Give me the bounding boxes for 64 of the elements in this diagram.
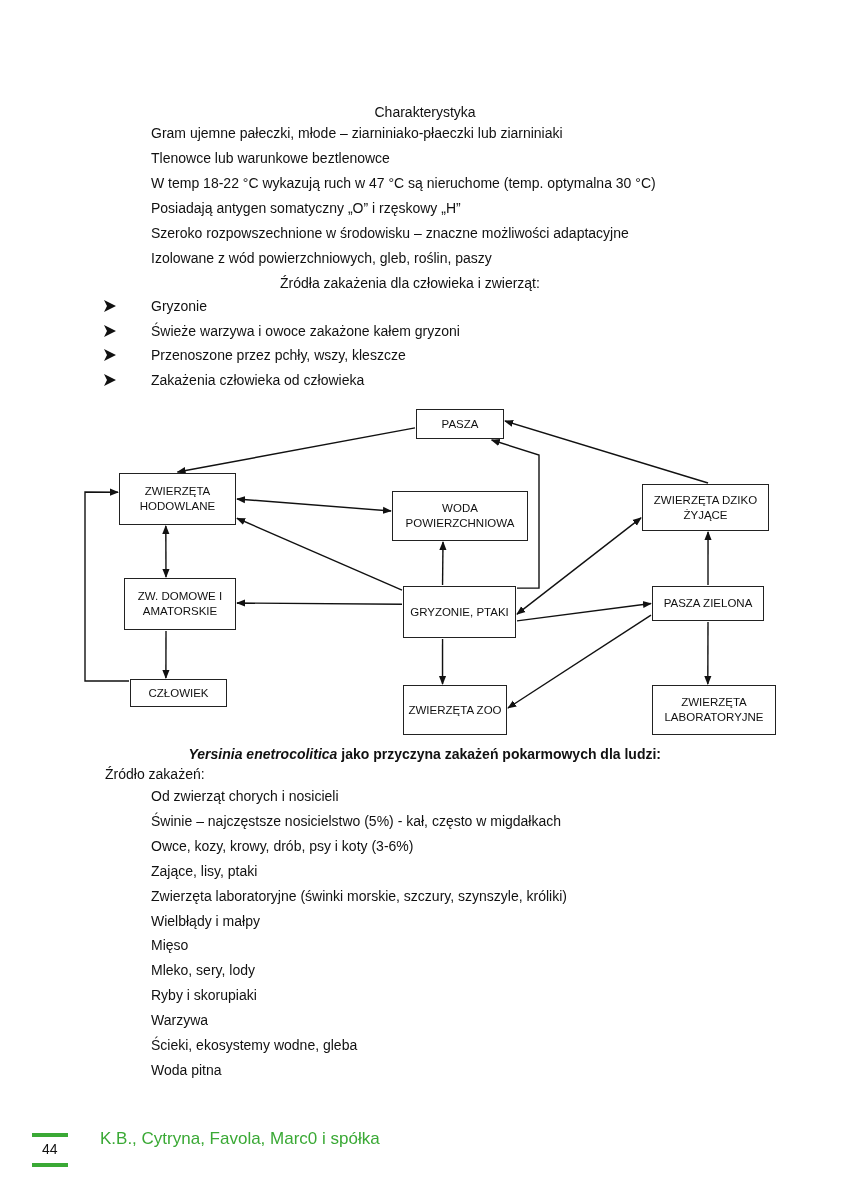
text-line: Woda pitna <box>151 1060 222 1079</box>
arrow <box>439 541 447 586</box>
arrow <box>236 599 403 607</box>
text-line: Zające, lisy, ptaki <box>151 861 258 880</box>
box-label: ZWIERZĘTA DZIKO ŻYJĄCE <box>652 492 759 523</box>
arrow <box>176 427 416 475</box>
box-label: ZWIERZĘTA LABORATORYJNE <box>663 695 765 725</box>
box-label: PASZA <box>440 416 480 432</box>
text-line: Tlenowce lub warunkowe beztlenowce <box>151 149 390 167</box>
list-item: Świeże warzywa i owoce zakażone kałem gryzoni <box>151 321 460 340</box>
box-label: ZWIERZĘTA HODOWLANE <box>138 484 217 514</box>
text-line: Mięso <box>151 936 189 955</box>
list-item: Przenoszone przez pchły, wszy, kleszcze <box>151 346 406 364</box>
process-box <box>392 491 528 541</box>
process-box <box>416 409 504 439</box>
text-line: Ryby i skorupiaki <box>151 986 257 1005</box>
text-line: Owce, kozy, krowy, drób, psy i koty (3-6%) <box>151 836 414 855</box>
process-box <box>124 578 236 630</box>
text-line: Źródło zakażeń: <box>105 765 205 783</box>
text-line: Zwierzęta laboratoryjne (świnki morskie, szczury, szynszyle, króliki) <box>151 886 567 905</box>
box-label: ZW. DOMOWE I AMATORSKIE <box>136 589 224 619</box>
box-label: WODA POWIERZCHNIOWA <box>404 501 516 531</box>
process-box <box>403 586 516 638</box>
double-arrow <box>162 525 170 578</box>
page-number: 44 <box>42 1140 58 1158</box>
arrow <box>704 621 712 685</box>
arrow <box>490 439 540 589</box>
process-box <box>403 685 507 735</box>
process-box <box>119 473 236 525</box>
text-line: Wielbłądy i małpy <box>151 911 260 930</box>
text-line: Gram ujemne pałeczki, młode – ziarniniako-płaeczki lub ziarniniaki <box>151 124 563 142</box>
process-box <box>652 586 764 621</box>
arrow <box>84 488 130 682</box>
arrow <box>516 600 652 622</box>
section-heading: Charakterystyka <box>374 103 476 121</box>
arrow <box>236 517 403 591</box>
text-line: Warzywa <box>151 1011 209 1030</box>
list-item: Gryzonie <box>151 297 208 315</box>
box-label: GRYZONIE, PTAKI <box>409 604 510 620</box>
section-heading: Źródła zakażenia dla człowieka i zwierząt: <box>280 274 540 292</box>
process-box <box>642 484 769 531</box>
list-item: Zakażenia człowieka od człowieka <box>151 370 365 389</box>
text-line: Szeroko rozpowszechnione w środowisku – znaczne możliwości adaptacyjne <box>151 224 629 242</box>
text-line: Posiadają antygen somatyczny „O” i rzęskowy „H” <box>151 199 461 217</box>
text-line: Ścieki, ekosystemy wodne, gleba <box>151 1036 358 1054</box>
box-label: PASZA ZIELONA <box>662 596 754 611</box>
double-arrow <box>236 496 392 514</box>
arrow <box>438 638 447 685</box>
text-line: Świnie – najczęstsze nosicielstwo (5%) - kał, często w migdałkach <box>151 811 562 830</box>
text-line: Mleko, sery, lody <box>151 961 255 980</box>
box-label: ZWIERZĘTA ZOO <box>407 702 503 718</box>
section-heading: Yersinia enetrocolitica jako przyczyna zakażeń pokarmowych dla ludzi: <box>188 745 662 763</box>
arrow <box>504 419 709 484</box>
text-line: Izolowane z wód powierzchniowych, gleb, roślin, paszy <box>151 249 492 267</box>
process-box <box>652 685 776 735</box>
text-line: W temp 18-22 °C wykazują ruch w 47 °C są nieruchome (temp. optymalna 30 °C) <box>151 174 656 192</box>
text-line: Od zwierząt chorych i nosicieli <box>151 787 339 805</box>
double-arrow <box>516 517 642 615</box>
arrow <box>704 531 712 586</box>
arrow <box>507 614 652 709</box>
arrow <box>162 630 170 679</box>
process-box <box>130 679 227 707</box>
footer-text: K.B., Cytryna, Favola, Marc0 i spółka <box>100 1128 380 1150</box>
box-label: CZŁOWIEK <box>147 685 210 701</box>
